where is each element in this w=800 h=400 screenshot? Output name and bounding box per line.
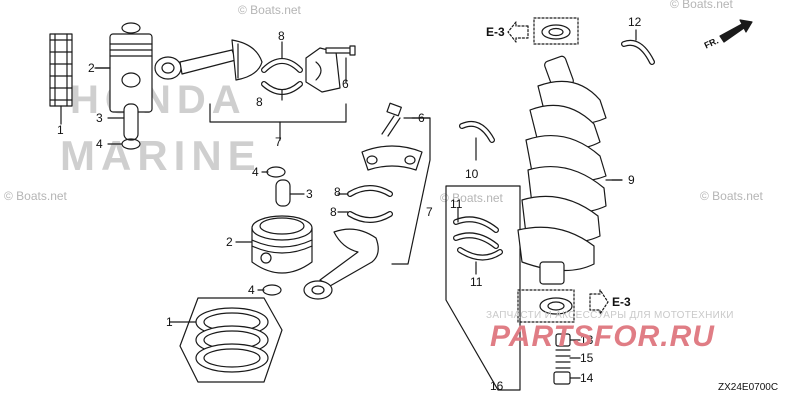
boats-net-watermark-2: © Boats.net <box>670 0 733 11</box>
rod-cap-middle <box>361 145 423 171</box>
main-bearing-upper <box>459 120 495 161</box>
boats-net-watermark-5: © Boats.net <box>700 189 763 203</box>
piston-middle <box>235 215 313 274</box>
callout-15: 15 <box>580 351 594 365</box>
piston-pin-top <box>107 22 141 150</box>
callout-16: 16 <box>490 379 504 393</box>
bracket-7-top <box>209 103 347 123</box>
callout-2-middle: 2 <box>226 235 233 249</box>
callout-14: 14 <box>580 371 594 385</box>
callout-9: 9 <box>628 173 635 187</box>
reference-e3-bottom[interactable]: E-3 <box>612 295 631 309</box>
bearing-shells-top <box>261 41 303 101</box>
piston-rings-bottom <box>169 297 283 383</box>
oil-jet-assembly <box>553 333 581 385</box>
piston-pin-middle <box>257 166 305 296</box>
boats-net-watermark-4: © Boats.net <box>440 191 503 205</box>
callout-3-top: 3 <box>96 111 103 125</box>
callout-8-middle-b: 8 <box>330 205 337 219</box>
callout-8-middle-a: 8 <box>334 185 341 199</box>
diagram-code: ZX24E0700C <box>718 382 779 393</box>
marine-watermark: MARINE <box>60 132 262 179</box>
callout-10: 10 <box>465 167 479 181</box>
piston-rings-top <box>49 33 73 125</box>
leader-lines <box>95 67 623 181</box>
bracket-7-middle <box>391 117 431 265</box>
rod-bolt-middle <box>381 102 415 137</box>
bracket-16 <box>445 185 521 391</box>
callout-4-top: 4 <box>96 137 103 151</box>
callout-4-middle: 4 <box>252 165 259 179</box>
front-direction-arrow <box>719 19 753 43</box>
callout-1-bottom: 1 <box>166 315 173 329</box>
callout-4-bottom: 4 <box>248 283 255 297</box>
boats-net-watermark-1: © Boats.net <box>238 3 301 17</box>
shop-brand-watermark: PARTSFOR.RU <box>490 320 715 353</box>
callout-2-top: 2 <box>88 61 95 75</box>
callout-11-lower: 11 <box>470 275 483 289</box>
main-bearing-12 <box>621 29 655 65</box>
callout-11-upper: 11 <box>450 197 463 211</box>
callout-1-top: 1 <box>57 123 64 137</box>
honda-watermark: HONDA <box>70 78 247 122</box>
shop-tagline-watermark: ЗАПЧАСТИ И АКСЕССУАРЫ ДЛЯ МОТОТЕХНИКИ <box>486 310 734 321</box>
bearing-shells-middle <box>337 185 393 223</box>
crankshaft <box>517 55 623 285</box>
callout-12: 12 <box>628 15 642 29</box>
callout-7-middle: 7 <box>426 205 433 219</box>
callout-7-top: 7 <box>275 135 282 149</box>
callout-8-top-b: 8 <box>256 95 263 109</box>
connecting-rod-middle <box>303 228 379 300</box>
thrust-bearings <box>453 207 503 275</box>
reference-e3-top[interactable]: E-3 <box>486 25 505 39</box>
callout-13: 13 <box>580 333 594 347</box>
callout-3-middle: 3 <box>306 187 313 201</box>
callout-6-top: 6 <box>342 77 349 91</box>
oil-seal-bottom <box>517 289 609 323</box>
oil-seal-top <box>507 17 579 45</box>
boats-net-watermark-3: © Boats.net <box>4 189 67 203</box>
rod-cap-top <box>305 45 356 93</box>
piston-top <box>94 33 153 113</box>
connecting-rod-top <box>154 39 263 81</box>
callout-8-top-a: 8 <box>278 29 285 43</box>
callout-6-middle: 6 <box>418 111 425 125</box>
